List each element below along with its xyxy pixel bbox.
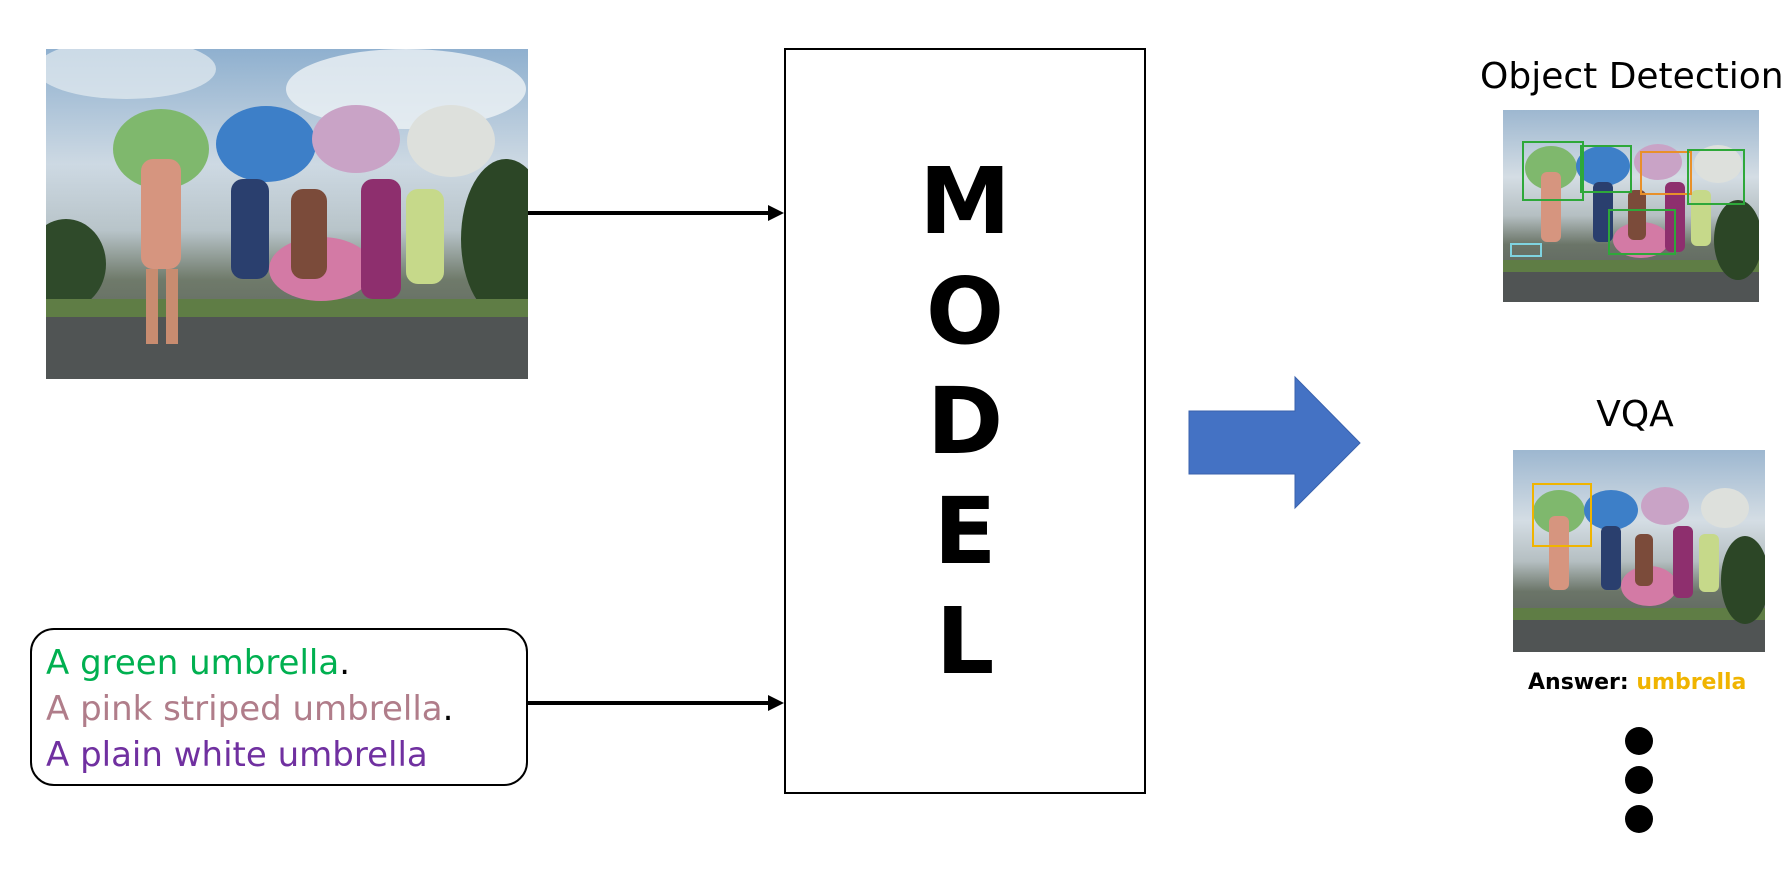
- image-to-model-arrow: [528, 205, 784, 221]
- object-detection-title: Object Detection: [1480, 56, 1780, 97]
- more-dot-icon: [1625, 805, 1653, 833]
- detection-thumbnail-icon: [1503, 110, 1759, 302]
- more-dot-icon: [1625, 727, 1653, 755]
- object-detection-image: [1503, 110, 1759, 302]
- vqa-answer-label: Answer:: [1528, 670, 1629, 695]
- more-dot-icon: [1625, 766, 1653, 794]
- text-to-model-arrow: [528, 695, 784, 711]
- vqa-answer: Answer: umbrella: [1528, 670, 1758, 695]
- model-letter-m: M: [786, 156, 1144, 248]
- vqa-image: [1513, 450, 1765, 652]
- vqa-title: VQA: [1560, 394, 1710, 435]
- vqa-answer-value: umbrella: [1636, 670, 1746, 695]
- model-letter-e: E: [786, 486, 1144, 578]
- model-box: M O D E L: [784, 48, 1146, 794]
- vqa-thumbnail-icon: [1513, 450, 1765, 652]
- model-letter-d: D: [786, 376, 1144, 468]
- model-letter-l: L: [786, 596, 1144, 688]
- model-letter-o: O: [786, 266, 1144, 358]
- output-block-arrow-icon: [1189, 377, 1360, 508]
